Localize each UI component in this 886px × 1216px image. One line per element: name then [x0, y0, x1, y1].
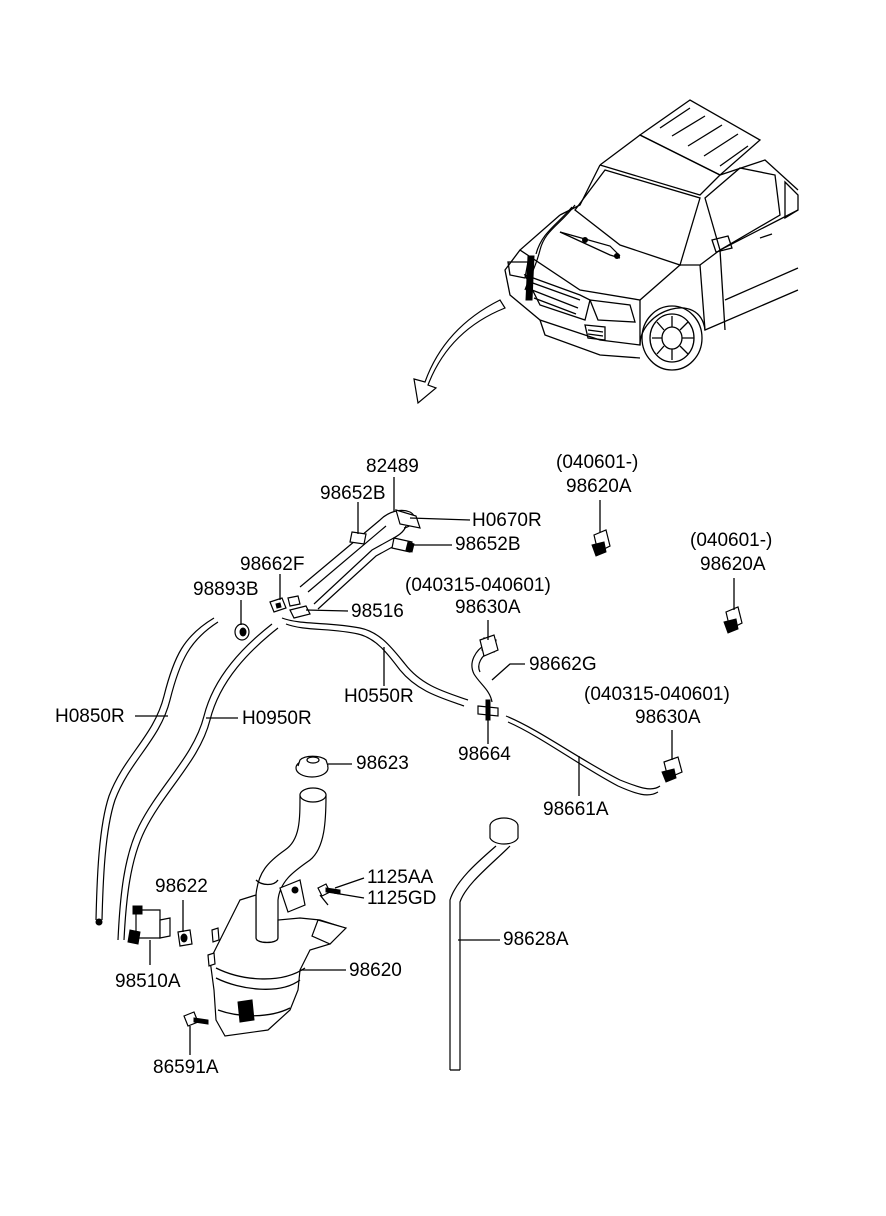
label-98662f: 98662F — [240, 554, 305, 575]
label-98664: 98664 — [458, 744, 511, 765]
label-98628a: 98628A — [503, 929, 569, 950]
label-98620a-upper: 98620A — [566, 476, 632, 497]
label-h0850r: H0850R — [55, 706, 125, 727]
label-98620a-right: 98620A — [700, 554, 766, 575]
label-98620: 98620 — [349, 960, 402, 981]
label-98622: 98622 — [155, 876, 208, 897]
label-h0950r: H0950R — [242, 708, 312, 729]
label-98510a: 98510A — [115, 971, 181, 992]
washer-nozzles — [479, 529, 743, 783]
label-98893b: 98893B — [193, 579, 259, 600]
label-98630a-lower: 98630A — [635, 707, 701, 728]
label-86591a: 86591A — [153, 1057, 219, 1078]
label-range-040601-upper: (040601-) — [556, 452, 639, 473]
label-98652b-bottom: 98652B — [455, 534, 521, 555]
label-98623: 98623 — [356, 753, 409, 774]
level-gauge — [449, 817, 519, 1071]
vehicle-illustration — [504, 99, 799, 371]
label-82489: 82489 — [366, 456, 419, 477]
label-h0670r: H0670R — [472, 510, 542, 531]
label-98652b-top: 98652B — [320, 483, 386, 504]
leader-lines — [135, 477, 735, 1055]
label-98516: 98516 — [351, 601, 404, 622]
washer-reservoir — [127, 755, 348, 1037]
label-range-040315-middle: (040315-040601) — [405, 575, 551, 596]
label-98630a-middle: 98630A — [455, 597, 521, 618]
label-h0550r: H0550R — [344, 686, 414, 707]
callout-arrow — [413, 299, 506, 405]
label-range-040315-lower: (040315-040601) — [584, 684, 730, 705]
label-1125gd: 1125GD — [367, 888, 437, 909]
label-range-040601-right: (040601-) — [690, 530, 773, 551]
label-98662g: 98662G — [529, 654, 597, 675]
label-1125aa: 1125AA — [367, 867, 434, 888]
label-98661a: 98661A — [543, 799, 609, 820]
